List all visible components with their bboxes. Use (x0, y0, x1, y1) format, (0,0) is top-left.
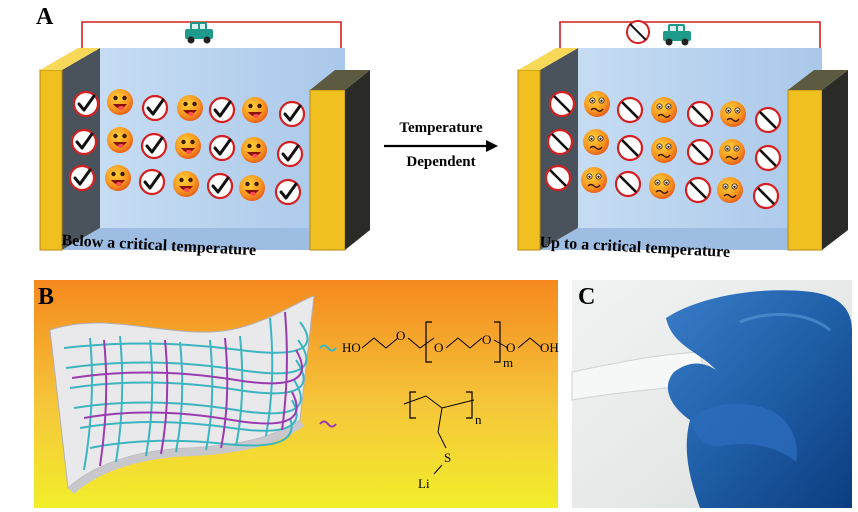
left-electrode-top (40, 48, 100, 70)
panel-b-membrane: HO O O O m O OH n S Li (34, 280, 559, 508)
glove-finger (690, 403, 797, 462)
panel-label-a: A (36, 4, 54, 30)
car-blocked-icon (626, 20, 650, 44)
svg-text:O: O (434, 340, 443, 355)
svg-text:S: S (444, 450, 451, 465)
battery-below-critical (39, 21, 370, 251)
panel-label-c: C (578, 284, 596, 310)
right-electrode-top (310, 70, 370, 90)
svg-text:O: O (482, 332, 491, 347)
right-electrode (309, 89, 346, 251)
temperature-arrow (384, 140, 498, 152)
panel-label-b: B (38, 284, 55, 310)
electrolyte-floor (62, 228, 345, 250)
peg-network-fibers (63, 317, 309, 471)
peg-legend-squiggle (319, 344, 337, 352)
car-icon (185, 22, 213, 44)
svg-text:HO: HO (342, 340, 361, 355)
polymer-lithium-structure: n S Li (403, 391, 482, 491)
polymer-chain-fibers (71, 311, 303, 467)
svg-text:n: n (475, 412, 482, 427)
battery-above-critical (517, 20, 848, 251)
svg-text:O: O (506, 340, 515, 355)
svg-text:OH: OH (540, 340, 559, 355)
left-electrode (39, 69, 63, 251)
svg-text:Li: Li (418, 476, 430, 491)
blue-glove-hand (666, 290, 852, 508)
right-electrode-side (345, 70, 370, 250)
svg-text:m: m (503, 355, 513, 370)
arrow-label-dependent: Dependent (406, 154, 476, 170)
polymer-legend-squiggle (319, 420, 337, 428)
arrow-label-temperature: Temperature (399, 120, 483, 136)
panel-c-photo (571, 280, 852, 508)
peg-structure: HO O O O m O OH (342, 321, 559, 370)
svg-text:O: O (396, 328, 405, 343)
car-icon-stopped (663, 24, 691, 46)
